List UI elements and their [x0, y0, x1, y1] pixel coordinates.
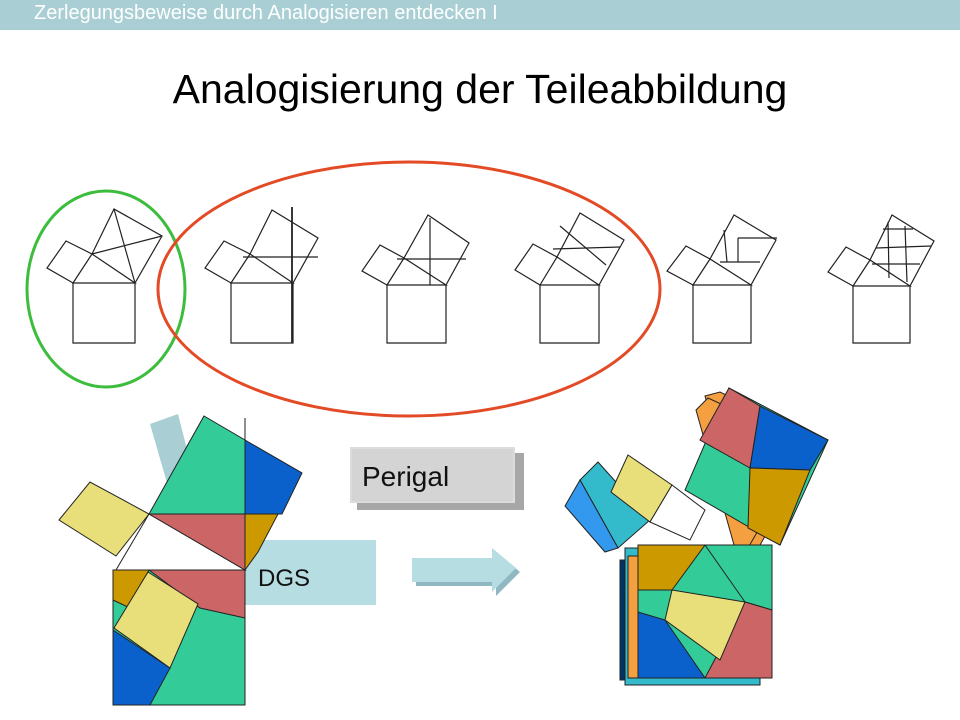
header-text: Zerlegungsbeweise durch Analogisieren en…: [34, 2, 498, 24]
left-dissection-figure: [58, 414, 376, 706]
right-dissection-figure: [564, 387, 829, 686]
dgs-label: DGS: [258, 565, 310, 592]
outline-figure-6: [827, 214, 935, 344]
perigal-button[interactable]: Perigal: [350, 447, 524, 510]
right-arrow-icon: [412, 548, 520, 596]
green-highlight-ellipse: [25, 189, 187, 389]
red-highlight-ellipse: [156, 160, 662, 418]
outline-figure-4: [514, 212, 625, 344]
header-band: Zerlegungsbeweise durch Analogisieren en…: [0, 0, 960, 30]
outline-figure-2: [204, 207, 319, 344]
outline-figure-3: [361, 214, 470, 344]
page-title: Analogisierung der Teileabbildung: [172, 66, 788, 112]
perigal-label: Perigal: [362, 461, 449, 492]
outline-figure-1: [46, 208, 163, 344]
outline-figure-5: [666, 214, 777, 344]
